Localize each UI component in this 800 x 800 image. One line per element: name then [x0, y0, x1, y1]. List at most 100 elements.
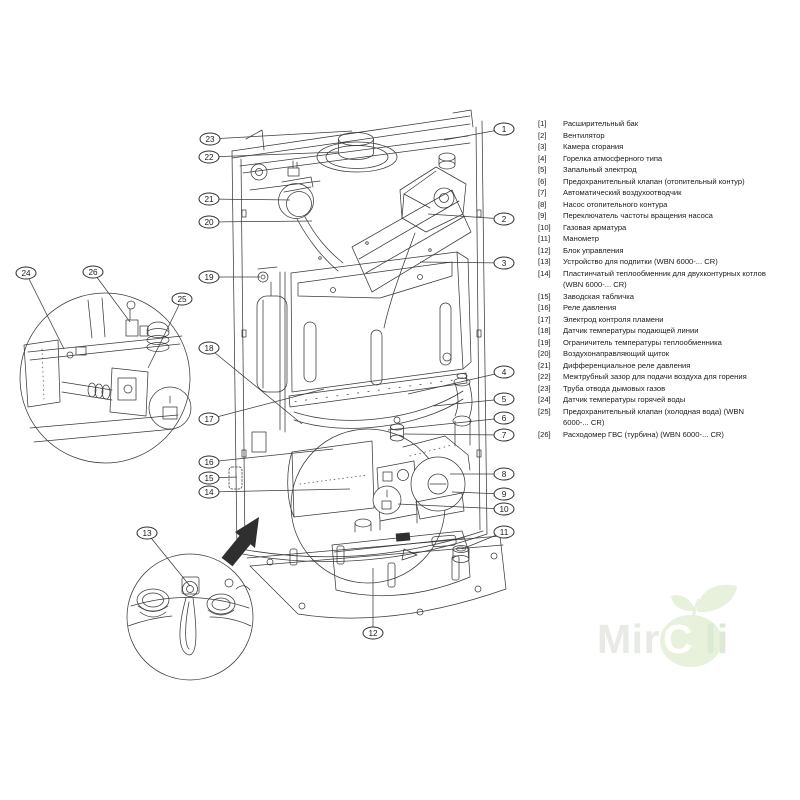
leader-line-17: [208, 388, 325, 420]
callout-10: 10: [493, 502, 515, 516]
left-tank-and-limiter: [251, 266, 288, 453]
svg-text:2: 2: [502, 215, 507, 224]
leader-line-3: [419, 261, 505, 264]
callout-12: 12: [362, 626, 384, 640]
svg-text:6: 6: [502, 414, 507, 423]
legend-item-label: Вентилятор: [563, 130, 605, 140]
leader-line-22: [208, 151, 339, 158]
legend-item-label: Межтрубный зазор для подачи воздуха для …: [563, 372, 747, 381]
leader-line-13: [146, 532, 191, 587]
svg-text:1: 1: [502, 125, 507, 134]
leader-line-5: [433, 398, 505, 407]
legend-item-label: Переключатель частоты вращения насоса: [563, 211, 713, 220]
legend-item-number: [19]: [538, 337, 551, 347]
callout-1: 1: [493, 122, 515, 136]
legend-item-number: [12]: [538, 245, 551, 255]
legend-item-number: [17]: [538, 314, 551, 324]
legend-item-18: [18]Датчик температуры подающей линии: [538, 325, 798, 337]
legend-item-11: [11]Манометр: [538, 233, 798, 245]
legend-item-3: [3]Камера сгорания: [538, 141, 798, 153]
leader-line-4: [407, 371, 505, 395]
svg-text:5: 5: [502, 395, 507, 404]
watermark-apple-logo: [660, 584, 737, 667]
callout-17: 17: [198, 412, 220, 426]
burner-rail: [288, 372, 468, 429]
legend-item-number: [16]: [538, 303, 551, 312]
apple-stem: [691, 598, 701, 621]
svg-text:C li: C li: [663, 616, 729, 662]
legend-item-4: [4] Горелка атмосферного типа: [538, 153, 798, 165]
legend-item-number: [25]: [538, 406, 551, 416]
leader-line-7: [403, 433, 505, 436]
leader-line-10: [397, 503, 505, 510]
legend-item-label: Заводская табличка: [563, 291, 634, 301]
legend-item-number: [22]: [538, 372, 551, 381]
legend-item-26: [26]Расходомер ГВС (турбина) (WBN 6000-.…: [538, 429, 798, 441]
leader-line-14: [208, 488, 351, 493]
legend-item-label: Пластинчатый теплообменник для двухконту…: [563, 268, 766, 290]
legend-item-23: [23]Труба отвода дымовых газов: [538, 383, 798, 395]
legend-item-14: [14] Пластинчатый теплообменник для двухк…: [538, 268, 798, 291]
callout-18: 18: [198, 341, 220, 355]
legend-item-label: Устройство для подпитки (WBN 6000-... CR…: [563, 257, 718, 266]
callout-25: 25: [171, 292, 193, 306]
callout-7: 7: [493, 428, 515, 442]
callout-5: 5: [493, 392, 515, 406]
watermark-text-mir: Mir: [597, 616, 660, 662]
legend-item-16: [16]Реле давления: [538, 302, 798, 314]
gas-valve: [354, 460, 418, 533]
legend-item-label: Камера сгорания: [563, 142, 624, 151]
svg-text:9: 9: [502, 490, 507, 499]
apple-leaf-left: [671, 595, 695, 612]
legend-item-number: [21]: [538, 360, 551, 370]
bottom-tray: [246, 535, 507, 619]
svg-text:22: 22: [204, 153, 214, 162]
leader-line-24: [25, 272, 65, 350]
callout-15: 15: [198, 471, 220, 485]
callout-8: 8: [493, 467, 515, 481]
legend-item-number: [14]: [538, 268, 551, 278]
legend-item-number: [10]: [538, 222, 551, 232]
legend-item-number: [9]: [538, 211, 547, 220]
svg-text:17: 17: [204, 415, 214, 424]
svg-text:10: 10: [499, 505, 509, 514]
legend-item-number: [11]: [538, 234, 551, 243]
legend-item-12: [12] Блок управления: [538, 245, 798, 257]
callouts: 1234567891011121314151617181920212223242…: [15, 122, 515, 640]
leader-line-21: [208, 198, 291, 201]
callout-26: 26: [82, 265, 104, 279]
callout-16: 16: [198, 455, 220, 469]
legend-item-number: [4]: [538, 153, 547, 163]
svg-text:26: 26: [88, 268, 98, 277]
legend-item-21: [21]Дифференциальное реле давления: [538, 360, 798, 372]
legend-item-number: [2]: [538, 130, 547, 140]
legend-item-label: Газовая арматура: [563, 222, 627, 232]
heat-exchanger: [287, 440, 375, 518]
legend-item-label: Горелка атмосферного типа: [563, 153, 663, 163]
legend-item-label: Блок управления: [563, 245, 624, 255]
heating-pump: [402, 435, 471, 520]
svg-text:12: 12: [368, 629, 378, 638]
callout-4: 4: [493, 365, 515, 379]
legend-item-25: [25]Предохранительный клапан (холодная в…: [538, 406, 798, 429]
direction-arrow: [221, 517, 259, 567]
legend-item-number: [24]: [538, 395, 551, 404]
boiler-line-art: [19, 109, 507, 681]
svg-text:25: 25: [177, 295, 187, 304]
svg-text:24: 24: [21, 269, 31, 278]
legend-item-label: Запальный электрод: [563, 165, 637, 174]
callout-2: 2: [493, 212, 515, 226]
legend-item-label: Труба отвода дымовых газов: [563, 383, 666, 393]
air-vent: [390, 416, 404, 442]
legend-item-24: [24] Датчик температуры горячей воды: [538, 394, 798, 406]
legend-item-label: Датчик температуры горячей воды: [563, 395, 686, 404]
callout-3: 3: [493, 256, 515, 270]
detail-circle-hydraulics: [19, 292, 192, 464]
legend-item-19: [19]Ограничитель температуры теплообменн…: [538, 337, 798, 349]
legend-item-number: [18]: [538, 326, 551, 335]
svg-text:14: 14: [204, 488, 214, 497]
apple-leaf-right: [697, 584, 737, 613]
legend-item-number: [15]: [538, 291, 551, 301]
